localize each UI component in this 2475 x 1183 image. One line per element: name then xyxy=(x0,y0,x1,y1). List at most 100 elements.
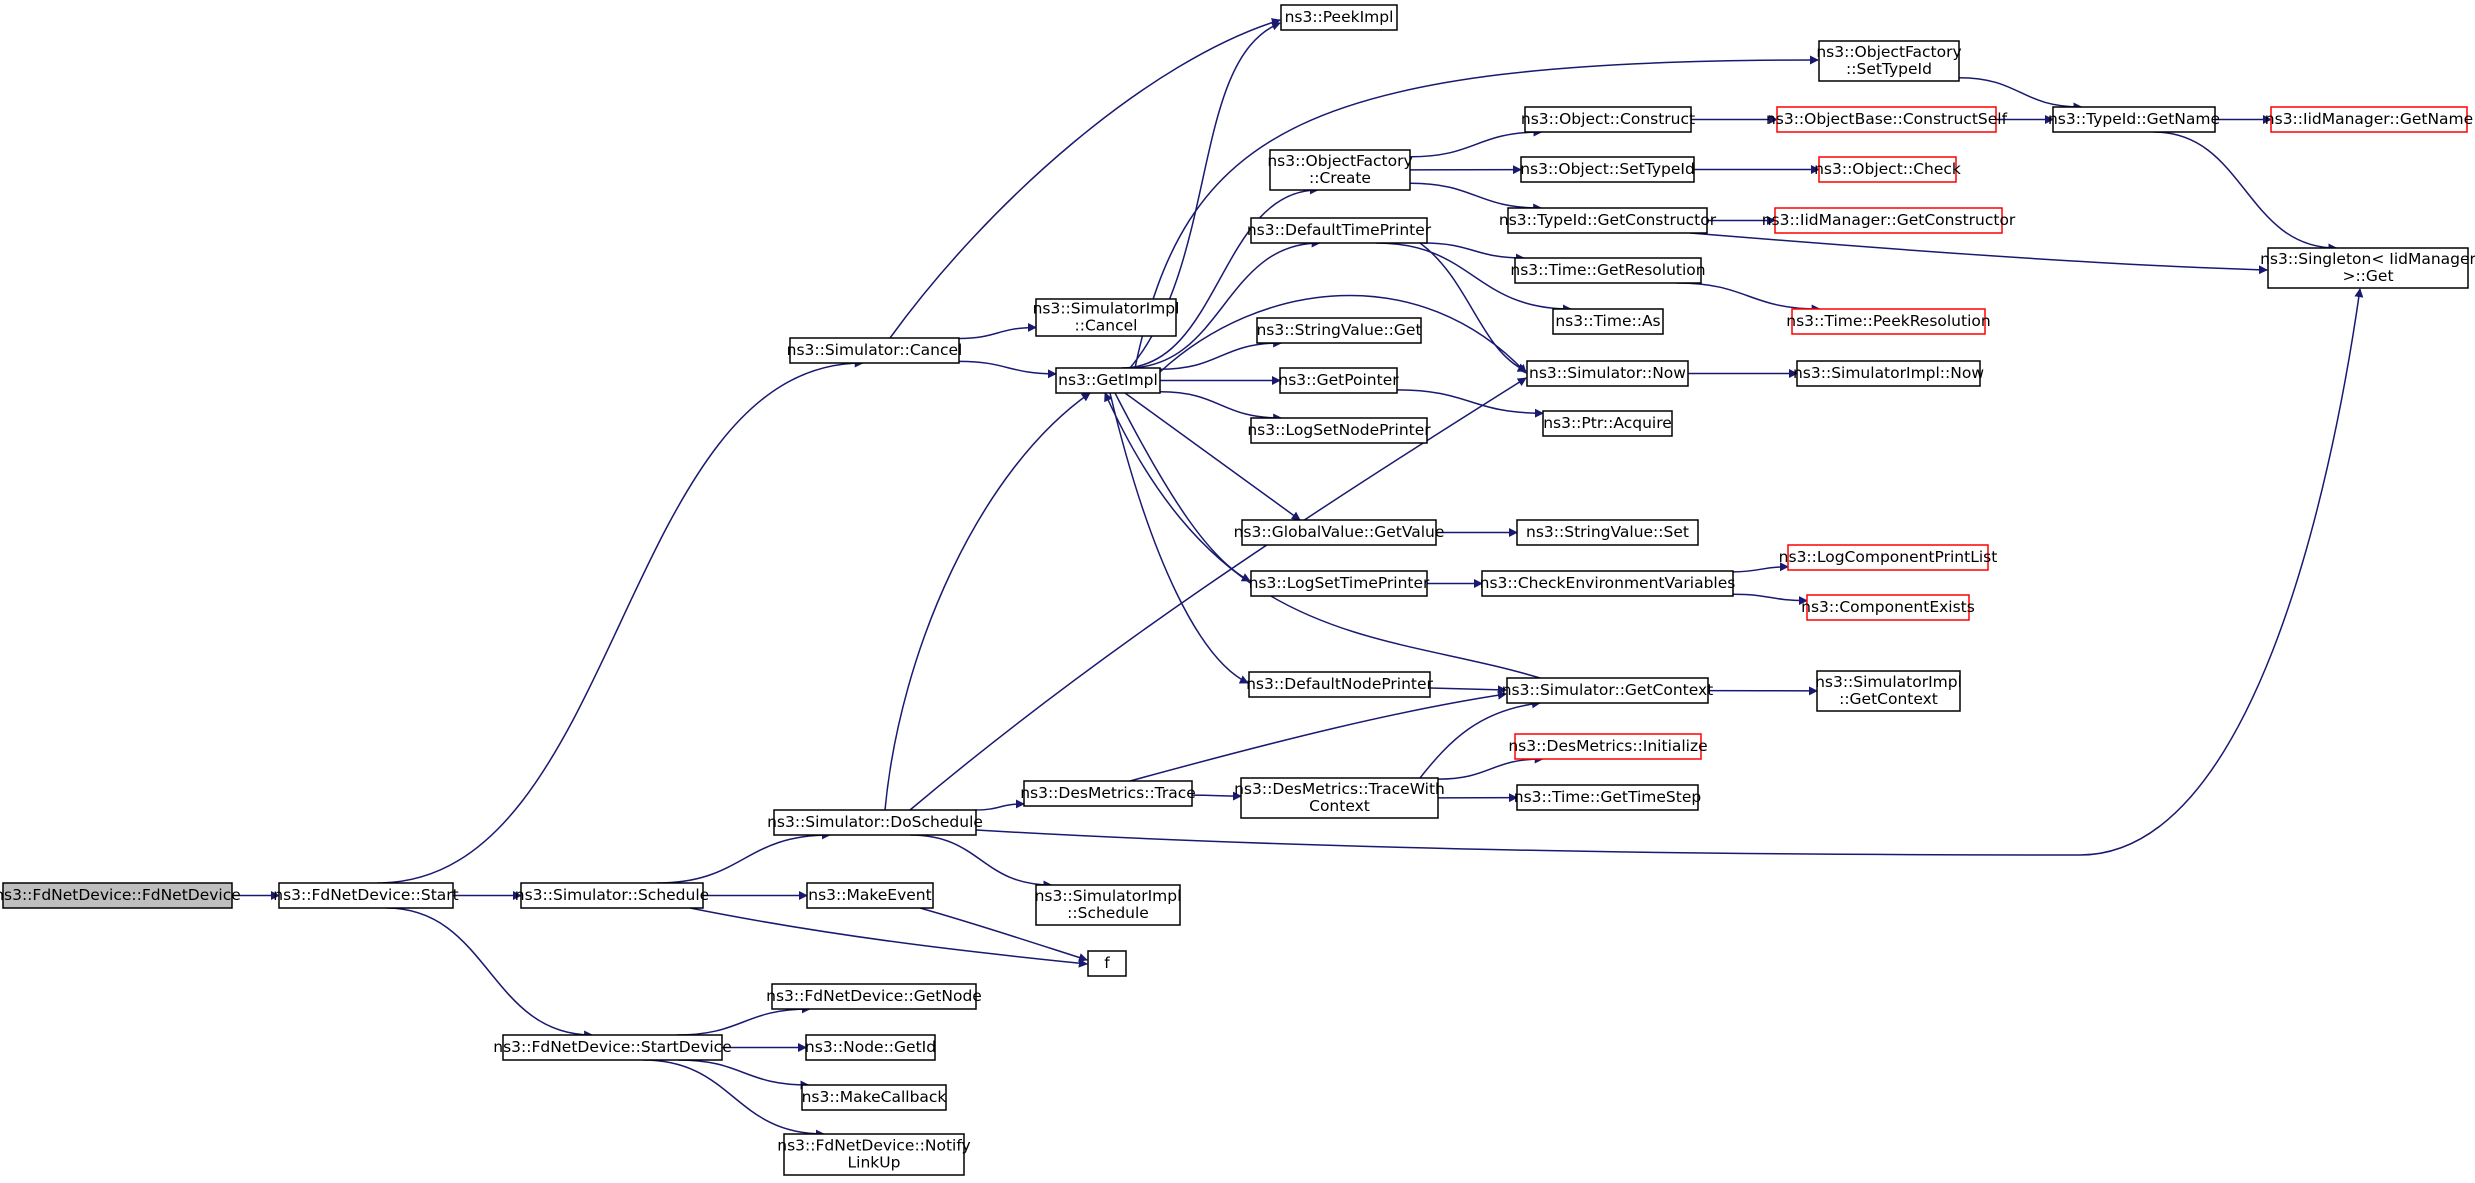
edge-sim_cancel-to-peekimpl xyxy=(889,18,1281,339)
node-getimpl[interactable]: ns3::GetImpl xyxy=(1055,367,1161,394)
edge-checkenv-to-componentexists xyxy=(1732,593,1808,606)
node-componentexists[interactable]: ns3::ComponentExists xyxy=(1801,594,1975,621)
edge-arrow xyxy=(975,799,1025,811)
edge-desmetrics_trace-to-tracewithcontext xyxy=(1191,791,1242,801)
node-f[interactable]: f xyxy=(1087,950,1127,977)
node-time_peekresolution[interactable]: ns3::Time::PeekResolution xyxy=(1786,308,1991,335)
node-box xyxy=(1520,156,1695,183)
node-label: ns3::ObjectFactory xyxy=(1267,152,1412,170)
node-sim_getcontext[interactable]: ns3::Simulator::GetContext xyxy=(1502,677,1714,704)
node-time_gettimestep[interactable]: ns3::Time::GetTimeStep xyxy=(1514,784,1701,811)
node-box xyxy=(1774,207,2003,234)
node-logsettimeprinter[interactable]: ns3::LogSetTimePrinter xyxy=(1249,570,1430,597)
node-label: ns3::StringValue::Get xyxy=(1256,321,1421,339)
node-of_settypeid[interactable]: ns3::ObjectFactory::SetTypeId xyxy=(1816,40,1962,82)
node-logsetnodeprinter[interactable]: ns3::LogSetNodePrinter xyxy=(1247,417,1431,444)
node-logcompprintlist[interactable]: ns3::LogComponentPrintList xyxy=(1779,544,1998,571)
node-typeid_getname[interactable]: ns3::TypeId::GetName xyxy=(2048,106,2220,133)
node-box xyxy=(1087,950,1127,977)
node-box xyxy=(1035,884,1181,926)
node-doschedule[interactable]: ns3::Simulator::DoSchedule xyxy=(767,809,983,836)
node-label: ns3::ComponentExists xyxy=(1801,598,1975,616)
node-node_getid[interactable]: ns3::Node::GetId xyxy=(805,1034,936,1061)
node-singleton_get[interactable]: ns3::Singleton< IidManager >::Get xyxy=(2260,247,2475,289)
node-typeid_getconstructor[interactable]: ns3::TypeId::GetConstructor xyxy=(1499,207,1717,234)
node-makeevent[interactable]: ns3::MakeEvent xyxy=(806,882,934,909)
node-stringvalue_get[interactable]: ns3::StringValue::Get xyxy=(1256,317,1422,344)
node-label: ns3::MakeCallback xyxy=(802,1088,947,1106)
edge-arrow xyxy=(657,830,831,884)
node-obj_settypeid[interactable]: ns3::Object::SetTypeId xyxy=(1520,156,1695,183)
node-label: ns3::Time::GetTimeStep xyxy=(1514,788,1701,806)
node-label: ns3::Singleton< IidManager xyxy=(2260,250,2475,268)
node-objbase_constructself[interactable]: ns3::ObjectBase::ConstructSelf xyxy=(1766,106,2008,133)
node-box xyxy=(1776,106,1997,133)
node-box xyxy=(783,1133,965,1176)
edge-arrow xyxy=(1732,562,1789,573)
node-root: ns3::FdNetDevice::FdNetDevice xyxy=(0,882,241,909)
node-box xyxy=(1516,784,1699,811)
node-box xyxy=(1250,417,1428,444)
edge-tracewithcontext-to-desmetrics_init xyxy=(1437,754,1544,780)
edge-arrow xyxy=(377,358,864,884)
node-box xyxy=(1256,317,1422,344)
node-start[interactable]: ns3::FdNetDevice::Start xyxy=(273,882,459,909)
node-deftimeprinter[interactable]: ns3::DefaultTimePrinter xyxy=(1247,217,1432,244)
node-of_create[interactable]: ns3::ObjectFactory::Create xyxy=(1267,149,1413,191)
node-label: ns3::ObjectBase::ConstructSelf xyxy=(1766,110,2008,128)
node-defnodeprinter[interactable]: ns3::DefaultNodePrinter xyxy=(1246,671,1434,698)
node-ptr_acquire[interactable]: ns3::Ptr::Acquire xyxy=(1542,410,1673,437)
node-getnode[interactable]: ns3::FdNetDevice::GetNode xyxy=(766,983,982,1010)
node-time_getresolution[interactable]: ns3::Time::GetResolution xyxy=(1510,257,1706,284)
node-label: ::SetTypeId xyxy=(1846,60,1932,78)
node-label: LinkUp xyxy=(848,1154,901,1172)
node-box xyxy=(1542,410,1673,437)
node-stringvalue_set[interactable]: ns3::StringValue::Set xyxy=(1516,519,1699,546)
node-simimpl_getcontext[interactable]: ns3::SimulatorImpl::GetContext xyxy=(1815,670,1962,712)
node-startdevice[interactable]: ns3::FdNetDevice::StartDevice xyxy=(493,1034,732,1061)
node-getpointer[interactable]: ns3::GetPointer xyxy=(1278,367,1399,394)
node-label: ns3::Simulator::GetContext xyxy=(1502,681,1714,699)
edge-arrow xyxy=(889,18,1281,339)
node-box xyxy=(1524,106,1692,133)
node-label: ns3::Node::GetId xyxy=(805,1038,936,1056)
node-label: ::Schedule xyxy=(1067,904,1149,922)
node-label: ns3::SimulatorImpl xyxy=(1035,887,1182,905)
node-sim_cancel[interactable]: ns3::Simulator::Cancel xyxy=(787,337,963,364)
node-sim_now[interactable]: ns3::Simulator::Now xyxy=(1526,360,1689,387)
node-box xyxy=(1806,594,1970,621)
edge-deftimeprinter-to-time_as xyxy=(1375,242,1572,314)
node-desmetrics_init[interactable]: ns3::DesMetrics::Initialize xyxy=(1508,733,1708,760)
node-box xyxy=(806,882,934,909)
node-simimpl_now[interactable]: ns3::SimulatorImpl::Now xyxy=(1793,360,1984,387)
node-box xyxy=(2267,247,2469,289)
edge-arrow xyxy=(1121,185,1319,369)
edge-sim_getcontext-to-getimpl xyxy=(1104,392,1541,679)
node-desmetrics_trace[interactable]: ns3::DesMetrics::Trace xyxy=(1020,780,1196,807)
node-gv_getvalue[interactable]: ns3::GlobalValue::GetValue xyxy=(1234,519,1445,546)
edge-sim_schedule-to-doschedule xyxy=(657,830,831,884)
node-peekimpl[interactable]: ns3::PeekImpl xyxy=(1280,4,1398,31)
edge-arrow xyxy=(677,1059,810,1090)
node-label: ns3::TypeId::GetName xyxy=(2048,110,2220,128)
edge-arrow xyxy=(1732,593,1808,606)
node-box xyxy=(1055,367,1161,394)
node-checkenv[interactable]: ns3::CheckEnvironmentVariables xyxy=(1480,570,1736,597)
node-iid_getname[interactable]: ns3::IidManager::GetName xyxy=(2265,106,2473,133)
node-box xyxy=(1552,308,1664,335)
edge-of_create-to-obj_construct xyxy=(1409,127,1543,158)
node-time_as[interactable]: ns3::Time::As xyxy=(1552,308,1664,335)
node-simimpl_schedule[interactable]: ns3::SimulatorImpl::Schedule xyxy=(1035,884,1182,926)
node-box xyxy=(1269,149,1411,191)
node-sim_schedule[interactable]: ns3::Simulator::Schedule xyxy=(515,882,709,909)
node-label: ns3::Time::PeekResolution xyxy=(1786,312,1990,330)
node-makecallback[interactable]: ns3::MakeCallback xyxy=(801,1084,947,1111)
node-obj_check[interactable]: ns3::Object::Check xyxy=(1814,156,1961,183)
node-simimpl_cancel[interactable]: ns3::SimulatorImpl::Cancel xyxy=(1033,298,1180,337)
node-box xyxy=(789,337,960,364)
node-obj_construct[interactable]: ns3::Object::Construct xyxy=(1521,106,1695,133)
node-box xyxy=(1791,308,1986,335)
node-iid_getconstructor[interactable]: ns3::IidManager::GetConstructor xyxy=(1762,207,2016,234)
